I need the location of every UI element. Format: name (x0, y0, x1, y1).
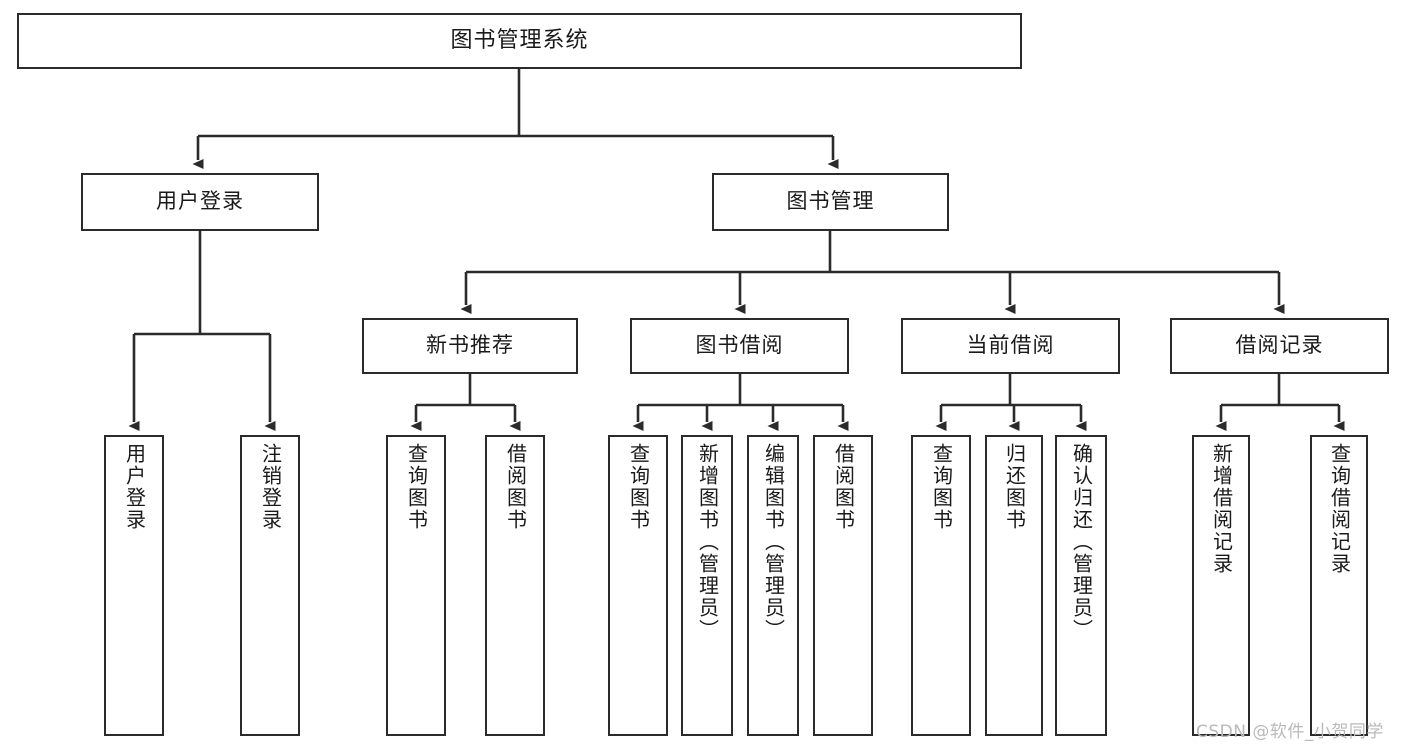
leaf-query-record-label: 查询借阅记录 (1327, 443, 1352, 575)
leaf-borrow-book-label: 借阅图书 (831, 443, 856, 531)
leaf-user-logout[interactable]: 注销登录 (240, 435, 300, 736)
leaf-query-book-borrow[interactable]: 查询图书 (608, 435, 668, 736)
leaf-query-book-borrow-label: 查询图书 (626, 443, 651, 531)
node-book-borrow-label: 图书借阅 (695, 333, 784, 358)
node-user-login[interactable]: 用户登录 (81, 173, 319, 231)
node-book-manage-label: 图书管理 (786, 189, 875, 214)
leaf-user-logout-label: 注销登录 (258, 443, 283, 531)
csdn-watermark: CSDN @软件_小贺同学 (1196, 722, 1384, 742)
leaf-add-book[interactable]: 新增图书（管理员） (681, 435, 733, 736)
leaf-query-record[interactable]: 查询借阅记录 (1310, 435, 1368, 736)
leaf-add-record[interactable]: 新增借阅记录 (1192, 435, 1250, 736)
leaf-query-book-rec[interactable]: 查询图书 (386, 435, 446, 736)
leaf-return-book[interactable]: 归还图书 (985, 435, 1043, 736)
leaf-add-book-label: 新增图书（管理员） (695, 443, 720, 641)
leaf-user-login-label: 用户登录 (122, 443, 147, 531)
node-book-manage[interactable]: 图书管理 (712, 173, 949, 231)
node-user-login-label: 用户登录 (156, 189, 244, 214)
node-current-borrow-label: 当前借阅 (966, 333, 1055, 358)
leaf-query-book-rec-label: 查询图书 (404, 443, 429, 531)
leaf-borrow-book[interactable]: 借阅图书 (813, 435, 873, 736)
leaf-edit-book[interactable]: 编辑图书（管理员） (747, 435, 799, 736)
leaf-return-book-label: 归还图书 (1002, 443, 1027, 531)
node-root[interactable]: 图书管理系统 (17, 13, 1022, 69)
leaf-edit-book-label: 编辑图书（管理员） (761, 443, 786, 641)
node-current-borrow[interactable]: 当前借阅 (901, 318, 1120, 374)
leaf-query-book-cur[interactable]: 查询图书 (911, 435, 971, 736)
node-book-borrow[interactable]: 图书借阅 (630, 318, 849, 374)
leaf-user-login[interactable]: 用户登录 (104, 435, 164, 736)
leaf-confirm-return-label: 确认归还（管理员） (1069, 443, 1094, 641)
leaf-query-book-cur-label: 查询图书 (929, 443, 954, 531)
leaf-borrow-book-rec[interactable]: 借阅图书 (485, 435, 545, 736)
node-borrow-record-label: 借阅记录 (1235, 333, 1324, 358)
node-borrow-record[interactable]: 借阅记录 (1170, 318, 1389, 374)
node-root-label: 图书管理系统 (450, 27, 589, 53)
node-new-book-rec[interactable]: 新书推荐 (362, 318, 578, 374)
leaf-add-record-label: 新增借阅记录 (1209, 443, 1234, 575)
leaf-borrow-book-rec-label: 借阅图书 (503, 443, 528, 531)
leaf-confirm-return[interactable]: 确认归还（管理员） (1055, 435, 1107, 736)
node-new-book-rec-label: 新书推荐 (426, 333, 514, 358)
